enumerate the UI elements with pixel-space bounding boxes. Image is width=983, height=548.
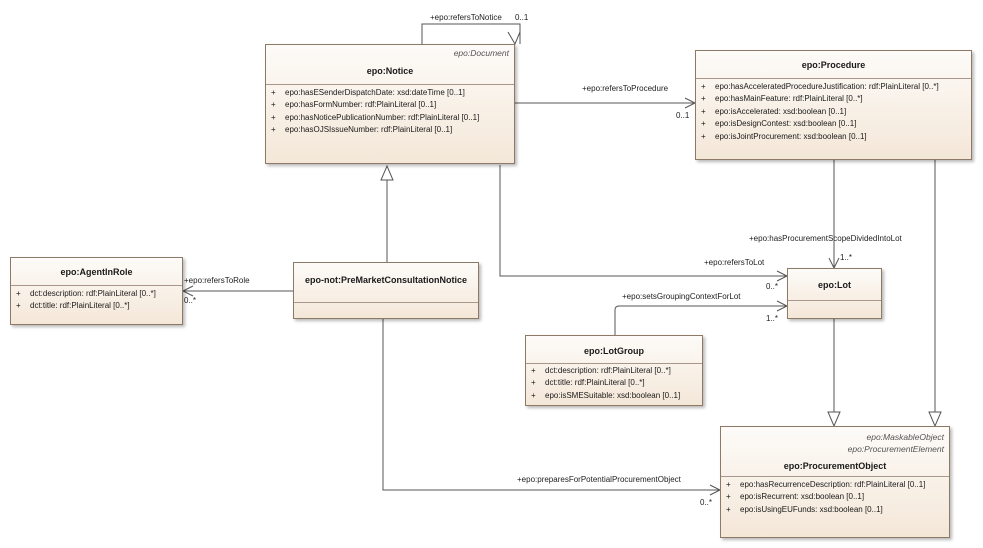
mult-refers-to-procedure: 0..1 — [676, 111, 690, 120]
attribute-row: +epo:isDesignContest: xsd:boolean [0..1] — [701, 119, 857, 129]
class-header: epo:AgentInRole — [11, 258, 182, 286]
attribute-row: +epo:isRecurrent: xsd:boolean [0..1] — [726, 492, 865, 502]
label-prepares-for-procurement-object: +epo:preparesForPotentialProcurementObje… — [517, 475, 681, 484]
class-header: epo:Lot — [788, 269, 881, 301]
attribute-row: +dct:title: rdf:PlainLiteral [0..*] — [16, 301, 130, 311]
class-header: epo:Document epo:Notice — [266, 45, 514, 85]
attribute-row: +epo:hasNoticePublicationNumber: rdf:Pla… — [271, 112, 480, 122]
attribute-row: +epo:isJointProcurement: xsd:boolean [0.… — [701, 131, 867, 141]
attribute-row: +epo:isAccelerated: xsd:boolean [0..1] — [701, 106, 847, 116]
attribute-row: +dct:title: rdf:PlainLiteral [0..*] — [531, 378, 645, 388]
label-refers-to-procedure: +epo:refersToProcedure — [582, 84, 669, 93]
arrow-refers-to-role — [181, 285, 194, 297]
attribute-row: +dct:description: rdf:PlainLiteral [0..*… — [531, 366, 671, 375]
attribute-row: +epo:isSMESuitable: xsd:boolean [0..1] — [531, 390, 681, 400]
attribute-row: +epo:hasMainFeature: rdf:PlainLiteral [0… — [701, 94, 863, 104]
generalization-triangle-procedure — [928, 411, 942, 428]
label-refers-to-role: +epo:refersToRole — [184, 276, 250, 285]
class-name: epo:Lot — [818, 280, 851, 290]
attribute-row: +epo:hasFormNumber: rdf:PlainLiteral [0.… — [271, 100, 437, 110]
class-lot-group[interactable]: epo:LotGroup +dct:description: rdf:Plain… — [525, 335, 703, 406]
mult-refers-to-role: 0..* — [184, 296, 197, 305]
class-name: epo:AgentInRole — [60, 267, 133, 277]
class-name: epo:ProcurementObject — [783, 461, 887, 471]
mult-prepares-for-procurement-object: 0..* — [700, 498, 713, 507]
class-header: epo-not:PreMarketConsultationNotice — [294, 263, 478, 303]
mult-sets-grouping-context-for-lot: 1..* — [766, 314, 779, 323]
class-lot[interactable]: epo:Lot — [787, 268, 882, 319]
class-header: epo:MaskableObject epo:ProcurementElemen… — [721, 427, 949, 477]
stereotype-label: epo:Document — [453, 48, 509, 58]
attribute-row: +epo:isUsingEUFunds: xsd:boolean [0..1] — [726, 504, 883, 514]
mult-refers-to-lot: 0..* — [766, 282, 779, 291]
attribute-row: +epo:hasOJSIssueNumber: rdf:PlainLiteral… — [271, 125, 453, 135]
class-procurement-object[interactable]: epo:MaskableObject epo:ProcurementElemen… — [720, 426, 950, 538]
edge-sets-grouping-context-for-lot — [614, 305, 787, 335]
edge-refers-to-lot — [499, 165, 787, 277]
attribute-row: +dct:description: rdf:PlainLiteral [0..*… — [16, 289, 156, 298]
class-procedure[interactable]: epo:Procedure +epo:hasAcceleratedProcedu… — [695, 50, 972, 160]
mult-refers-to-notice: 0..1 — [515, 13, 529, 22]
arrow-refers-to-notice — [507, 31, 521, 46]
class-header: epo:LotGroup — [526, 336, 702, 364]
label-refers-to-notice: +epo:refersToNotice — [430, 13, 502, 22]
label-sets-grouping-context-for-lot: +epo:setsGroupingContextForLot — [622, 292, 741, 301]
class-name: epo-not:PreMarketConsultationNotice — [304, 275, 467, 285]
class-name: epo:Notice — [366, 66, 414, 76]
attribute-row: +epo:hasESenderDispatchDate: xsd:dateTim… — [271, 88, 465, 97]
class-name: epo:Procedure — [801, 60, 866, 70]
generalization-triangle-lot — [827, 411, 841, 428]
stereotype-label: epo:MaskableObject — [866, 432, 945, 442]
attribute-row: +epo:hasRecurrenceDescription: rdf:Plain… — [726, 480, 926, 489]
mult-scope-divided-into-lot: 1..* — [840, 253, 853, 262]
class-pre-market-consultation-notice[interactable]: epo-not:PreMarketConsultationNotice — [293, 262, 479, 319]
generalization-triangle-notice — [380, 164, 394, 181]
edge-prepares-for-procurement-object — [382, 319, 720, 491]
stereotype-label: epo:ProcurementElement — [847, 444, 944, 454]
edge-refers-to-notice — [421, 23, 521, 44]
class-agent-in-role[interactable]: epo:AgentInRole +dct:description: rdf:Pl… — [10, 257, 183, 325]
attribute-row: +epo:hasAcceleratedProcedureJustificatio… — [701, 82, 939, 91]
class-name: epo:LotGroup — [584, 346, 644, 356]
label-scope-divided-into-lot: +epo:hasProcurementScopeDividedIntoLot — [749, 234, 902, 243]
class-header: epo:Procedure — [696, 51, 971, 79]
label-refers-to-lot: +epo:refersToLot — [704, 258, 765, 267]
class-notice[interactable]: epo:Document epo:Notice +epo:hasESenderD… — [265, 44, 515, 164]
